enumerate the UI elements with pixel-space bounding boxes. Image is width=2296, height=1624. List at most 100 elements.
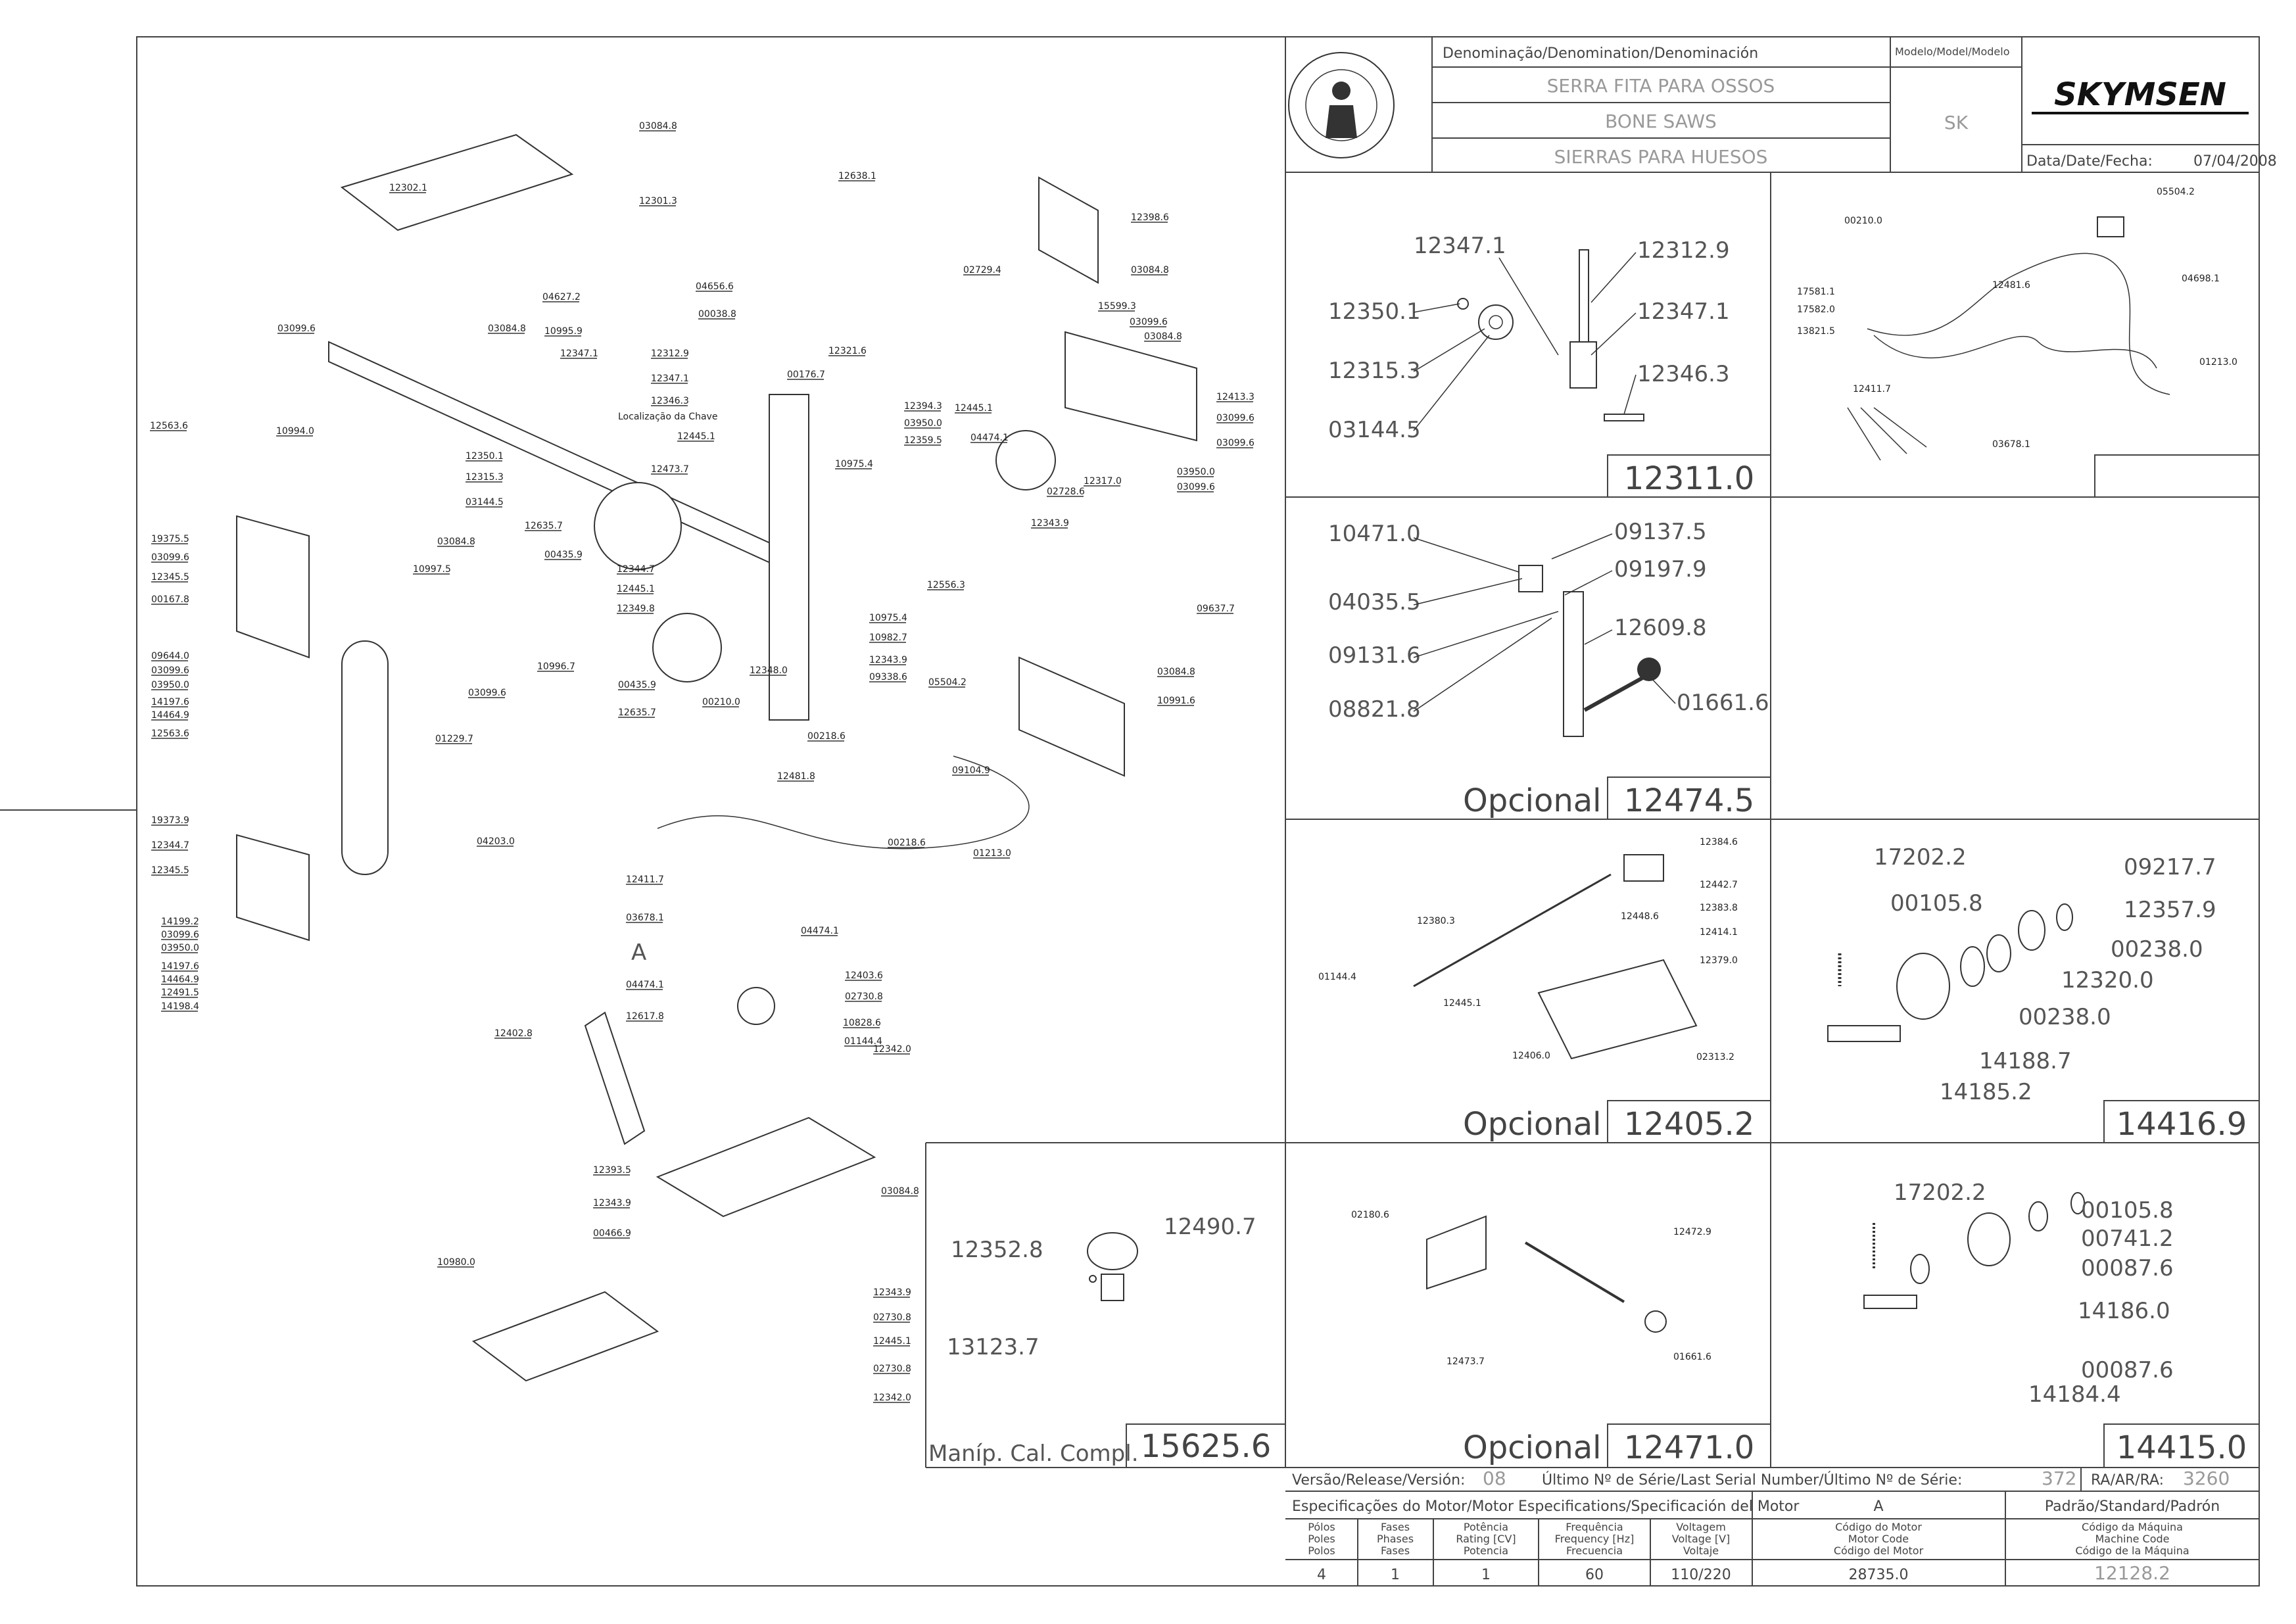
seal-inner-ring bbox=[1305, 69, 1377, 141]
part-label: 12345.5 bbox=[151, 572, 189, 583]
optional-label: Opcional bbox=[1463, 1429, 1602, 1466]
wire-ends bbox=[1847, 407, 1927, 461]
part-label: 05504.2 bbox=[2157, 187, 2195, 197]
part-label: 02730.8 bbox=[873, 1312, 911, 1323]
part-label: 12393.5 bbox=[593, 1165, 631, 1176]
part-label: 12344.7 bbox=[151, 840, 189, 851]
tag-part bbox=[2097, 216, 2124, 237]
part-label: 03099.6 bbox=[468, 688, 506, 698]
main-part-labels: 03084.812302.112301.312638.112398.603084… bbox=[150, 121, 1255, 1403]
part-label: 00105.8 bbox=[2081, 1197, 2174, 1224]
part-label: 01661.6 bbox=[1673, 1352, 1711, 1362]
part-label: 00435.9 bbox=[544, 550, 583, 560]
machine-code-value: 12128.2 bbox=[2094, 1562, 2170, 1584]
part-label: 12345.5 bbox=[151, 865, 189, 876]
part-label: 02728.6 bbox=[1047, 487, 1085, 497]
plate-part bbox=[1537, 959, 1698, 1060]
part-label: 12344.7 bbox=[617, 564, 655, 575]
part-label: 12398.6 bbox=[1131, 212, 1169, 223]
part-label: 12638.1 bbox=[838, 171, 876, 181]
sheet-frame bbox=[136, 36, 2260, 1587]
lever-part bbox=[1583, 675, 1645, 712]
name-pt: SERRA FITA PARA OSSOS bbox=[1547, 75, 1775, 97]
part-label: 03099.6 bbox=[1216, 438, 1255, 448]
part-label: 00038.8 bbox=[698, 309, 736, 320]
wire-harness bbox=[657, 755, 1030, 849]
part-label: 00466.9 bbox=[593, 1228, 631, 1239]
col-freq-2: Frecuencia bbox=[1566, 1544, 1623, 1557]
leader-line bbox=[1413, 578, 1523, 606]
part-label: 03084.8 bbox=[488, 323, 526, 334]
part-label: 03950.0 bbox=[161, 943, 199, 953]
panel-code-box bbox=[2103, 1423, 2260, 1468]
part-label: 10975.4 bbox=[869, 613, 907, 623]
optional-label: Opcional bbox=[1463, 1106, 1602, 1143]
part-label: 01213.0 bbox=[2199, 357, 2237, 368]
part-label: 12445.1 bbox=[677, 431, 715, 442]
part-label: 04474.1 bbox=[626, 980, 664, 990]
knob-part bbox=[1637, 657, 1661, 681]
part-label: 12383.8 bbox=[1700, 903, 1738, 913]
part-label: 14464.9 bbox=[151, 710, 189, 721]
part-label: 12312.9 bbox=[1637, 237, 1730, 264]
part-label: 12346.3 bbox=[1637, 361, 1730, 387]
part-label: 14198.4 bbox=[161, 1001, 199, 1012]
part-label: 12563.6 bbox=[151, 728, 189, 739]
part-label: 12442.7 bbox=[1700, 880, 1738, 890]
part-label: 12350.1 bbox=[466, 451, 504, 462]
part-label: 14197.6 bbox=[161, 961, 199, 972]
col-motor-code-0: Código do Motor bbox=[1835, 1521, 1922, 1533]
part-label: 03084.8 bbox=[1157, 667, 1195, 677]
part-label: 12445.1 bbox=[1443, 998, 1481, 1009]
part-label: 14186.0 bbox=[2078, 1298, 2170, 1324]
leader-line bbox=[1551, 533, 1613, 560]
part-label: 12343.9 bbox=[1031, 518, 1069, 529]
part-label: 12347.1 bbox=[651, 373, 689, 384]
part-label: 12473.7 bbox=[651, 464, 689, 475]
date-value: 07/04/2008 bbox=[2193, 153, 2277, 170]
leader-line bbox=[1413, 328, 1485, 372]
leader-line bbox=[1498, 257, 1559, 356]
panel-code: 12405.2 bbox=[1624, 1106, 1755, 1143]
guide-block-part bbox=[1569, 341, 1597, 389]
part-label: 00105.8 bbox=[1890, 890, 1983, 917]
saw-arm-part bbox=[328, 341, 777, 567]
part-label: 12347.1 bbox=[560, 348, 598, 359]
part-label: 12315.3 bbox=[466, 472, 504, 483]
part-label: 10975.4 bbox=[835, 459, 873, 469]
panel-12474: Opcional 12474.5 10471.0 09137.5 09197.9… bbox=[1328, 519, 1771, 820]
part-label: 13821.5 bbox=[1797, 326, 1835, 337]
part-label: 00087.6 bbox=[2081, 1255, 2174, 1281]
part-label: 12481.6 bbox=[1992, 280, 2030, 291]
part-label: 12312.9 bbox=[651, 348, 689, 359]
column-part bbox=[769, 394, 809, 721]
poles-value: 4 bbox=[1317, 1567, 1326, 1583]
part-label: 12490.7 bbox=[1164, 1214, 1256, 1240]
part-label: 12635.7 bbox=[618, 707, 656, 718]
motor-spec-table: Versão/Release/Versión: 08 Último Nº de … bbox=[1285, 1468, 2259, 1586]
part-label: 12445.1 bbox=[873, 1336, 911, 1347]
serial-label: Último Nº de Série/Last Serial Number/Úl… bbox=[1542, 1471, 1962, 1489]
knob-part bbox=[1087, 1232, 1138, 1270]
part-label: 12635.7 bbox=[525, 521, 563, 531]
part-label: 12343.9 bbox=[593, 1198, 631, 1208]
col-machine-code-0: Código da Máquina bbox=[2082, 1521, 2183, 1533]
part-label: 12302.1 bbox=[389, 183, 427, 193]
part-label: 04656.6 bbox=[696, 281, 734, 292]
bearing-bore bbox=[1489, 315, 1503, 329]
col-power-0: Potência bbox=[1464, 1521, 1508, 1533]
part-label: 09137.5 bbox=[1614, 519, 1707, 545]
part-label: 01144.4 bbox=[1318, 972, 1356, 982]
part-label: 12352.8 bbox=[951, 1237, 1043, 1263]
part-label: 17202.2 bbox=[1894, 1180, 1986, 1206]
part-label: 12315.3 bbox=[1328, 358, 1421, 384]
part-label: 03678.1 bbox=[1992, 439, 2030, 450]
part-label: 03099.6 bbox=[1216, 413, 1255, 423]
part-label: 00238.0 bbox=[2019, 1004, 2111, 1030]
col-machine-code-2: Código de la Máquina bbox=[2075, 1544, 2189, 1557]
electrical-box-part bbox=[236, 834, 310, 942]
pedal-part bbox=[1426, 1215, 1487, 1290]
col-freq-1: Frequency [Hz] bbox=[1555, 1533, 1635, 1545]
part-label: 12346.3 bbox=[651, 396, 689, 406]
part-label: 12445.1 bbox=[955, 403, 993, 414]
